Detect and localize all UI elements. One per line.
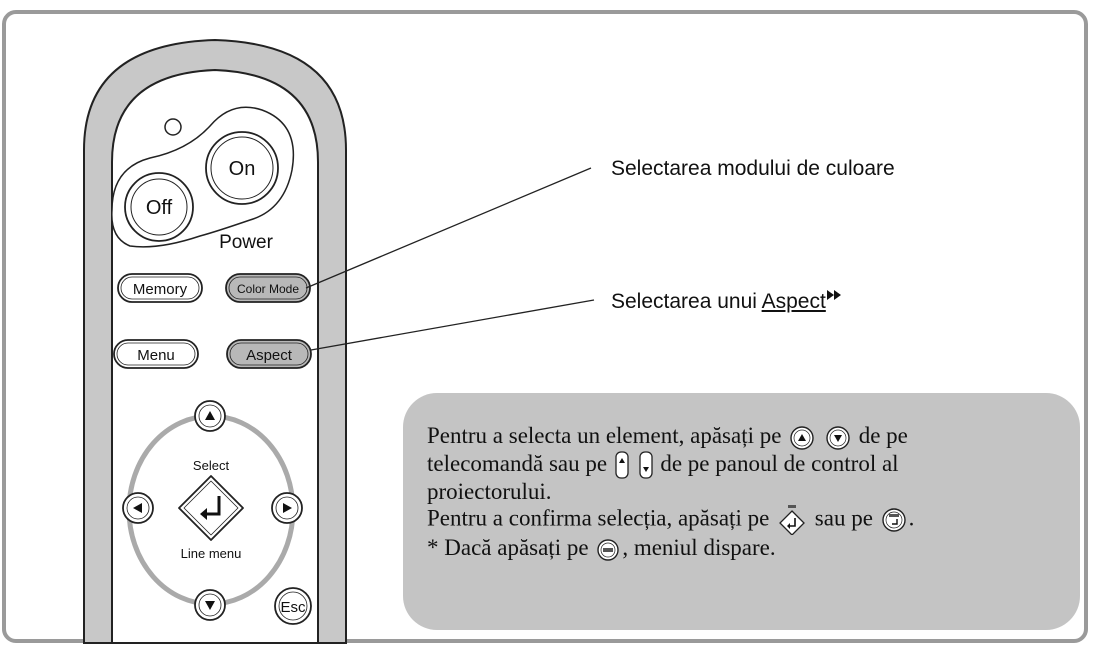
note-line-4: Pentru a confirma selecția, apăsați pe s… bbox=[427, 505, 1060, 536]
note-line-3: proiectorului. bbox=[427, 479, 552, 505]
leader-line-color-mode bbox=[305, 167, 592, 289]
down-button-icon bbox=[826, 426, 850, 450]
color-mode-button[interactable]: Color Mode bbox=[225, 273, 311, 303]
memory-button[interactable]: Memory bbox=[117, 273, 203, 303]
on-label: On bbox=[229, 158, 256, 180]
select-button[interactable] bbox=[178, 475, 244, 541]
aspect-label: Aspect bbox=[246, 347, 293, 364]
callout-color-mode-text: Selectarea modului de culoare bbox=[611, 157, 895, 180]
leader-line-aspect bbox=[310, 299, 595, 351]
indicator-light-icon bbox=[164, 118, 182, 136]
off-button[interactable]: Off bbox=[124, 172, 194, 242]
down-button[interactable] bbox=[194, 589, 226, 621]
glossary-arrow-icon bbox=[826, 290, 841, 300]
enter-icon bbox=[205, 496, 221, 516]
aspect-button[interactable]: Aspect bbox=[226, 339, 312, 369]
left-button[interactable] bbox=[122, 492, 154, 524]
panel-select-button-icon bbox=[881, 508, 906, 533]
note-line-1: Pentru a selecta un element, apăsați pe … bbox=[427, 423, 1060, 451]
esc-button[interactable]: Esc bbox=[274, 587, 312, 625]
aspect-glossary-link[interactable]: Aspect bbox=[761, 290, 826, 313]
menu-button[interactable]: Menu bbox=[113, 339, 199, 369]
instruction-note: Pentru a selecta un element, apăsați pe … bbox=[403, 393, 1080, 630]
select-label: Select bbox=[193, 458, 230, 473]
note-line-5: * Dacă apăsați pe , meniul dispare. bbox=[427, 535, 776, 561]
color-mode-label: Color Mode bbox=[237, 282, 299, 296]
line-menu-label: Line menu bbox=[181, 546, 242, 561]
select-button-icon bbox=[779, 505, 805, 536]
panel-up-button-icon bbox=[615, 451, 629, 480]
esc-button-icon bbox=[597, 539, 620, 561]
on-button[interactable]: On bbox=[205, 131, 279, 205]
power-label: Power bbox=[219, 232, 274, 253]
memory-label: Memory bbox=[133, 281, 188, 298]
up-button[interactable] bbox=[194, 400, 226, 432]
panel-down-button-icon bbox=[638, 451, 653, 480]
up-button-icon bbox=[790, 426, 814, 450]
callout-aspect-prefix: Selectarea unui bbox=[611, 290, 762, 313]
esc-label: Esc bbox=[280, 599, 306, 616]
callout-color-mode: Selectarea modului de culoare bbox=[611, 157, 895, 181]
note-line-2: telecomandă sau pe de pe panoul de contr… bbox=[427, 451, 1060, 480]
left-arrow-icon bbox=[133, 503, 142, 513]
right-button[interactable] bbox=[271, 492, 303, 524]
right-arrow-icon bbox=[283, 503, 292, 513]
down-arrow-icon bbox=[205, 601, 215, 610]
callout-aspect: Selectarea unui Aspect bbox=[611, 290, 843, 314]
up-arrow-icon bbox=[205, 411, 215, 420]
off-label: Off bbox=[146, 197, 173, 219]
menu-label: Menu bbox=[137, 347, 175, 364]
